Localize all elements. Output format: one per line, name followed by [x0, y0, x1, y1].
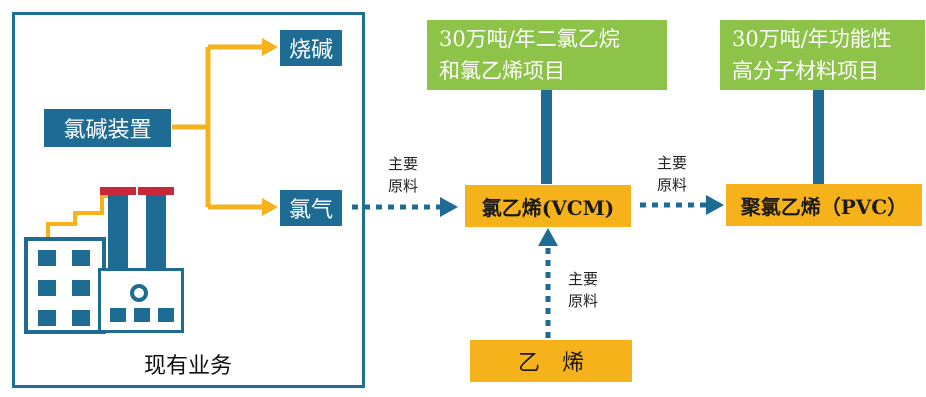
branch-arrows [172, 44, 262, 210]
pvc-project-connector [813, 88, 824, 184]
pvc-label: 聚氯乙烯（PVC） [740, 194, 908, 219]
raw-material-label-line2: 原料 [567, 292, 598, 310]
chlor-alkali-unit-label: 氯碱装置 [63, 118, 152, 143]
vcm-box: 氯乙烯(VCM) [465, 185, 631, 227]
arrow-to-caustic-soda [262, 38, 278, 56]
existing-business-label: 现有业务 [143, 354, 232, 379]
vcm-project-line1: 30万吨/年二氯乙烷 [439, 27, 620, 51]
raw-material-label-line1: 主要 [567, 270, 598, 288]
ethylene-box: 乙 烯 [470, 340, 632, 382]
vcm-project-connector [541, 88, 552, 184]
raw-material-label-vcm: 主要 原料 [649, 152, 695, 196]
chlorine-gas-box: 氯气 [280, 190, 342, 226]
vcm-project-box: 30万吨/年二氯乙烷 和氯乙烯项目 [427, 20, 667, 90]
vcm-project-line2: 和氯乙烯项目 [439, 59, 565, 83]
factory-pipe [46, 194, 112, 238]
chlorine-gas-label: 氯气 [288, 198, 333, 223]
vcm-label: 氯乙烯(VCM) [481, 195, 615, 220]
caustic-soda-label: 烧碱 [288, 38, 333, 63]
raw-material-label-chlorine: 主要 原料 [380, 153, 426, 197]
arrow-to-chlorine [262, 198, 278, 216]
pvc-project-box: 30万吨/年功能性 高分子材料项目 [720, 20, 925, 90]
pvc-box: 聚氯乙烯（PVC） [726, 184, 922, 226]
raw-material-label-line2: 原料 [656, 176, 687, 194]
raw-material-label-line1: 主要 [387, 155, 418, 173]
ethylene-label: 乙 烯 [517, 351, 584, 376]
raw-material-label-line1: 主要 [656, 154, 687, 172]
chlor-alkali-unit-box: 氯碱装置 [44, 109, 171, 147]
pvc-project-line1: 30万吨/年功能性 [732, 27, 892, 51]
factory-illustration [24, 187, 184, 334]
pvc-project-line2: 高分子材料项目 [732, 59, 879, 83]
raw-material-label-line2: 原料 [387, 177, 418, 195]
caustic-soda-box: 烧碱 [280, 30, 342, 66]
raw-material-label-ethylene: 主要 原料 [560, 268, 606, 312]
existing-business-frame [12, 12, 365, 388]
